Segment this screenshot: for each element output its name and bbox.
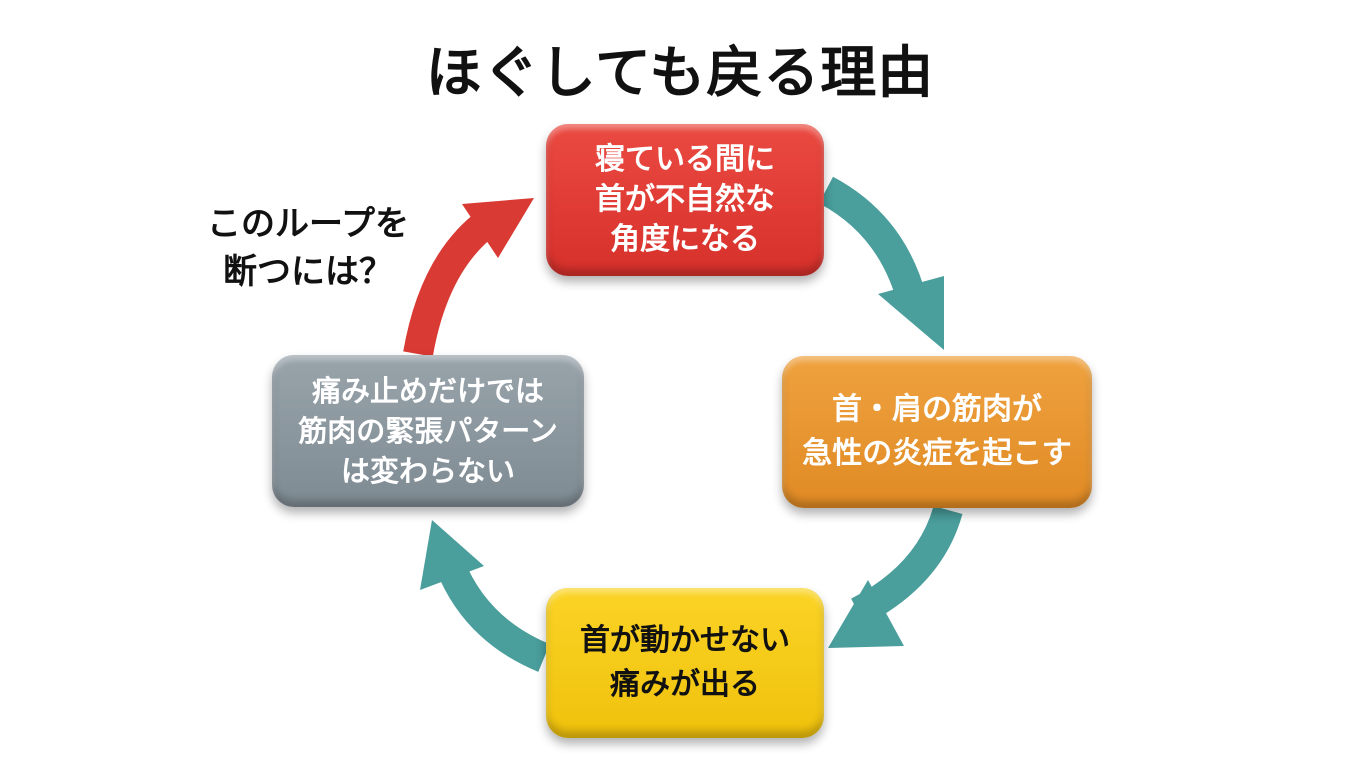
cycle-step-3: 首が動かせない 痛みが出る bbox=[546, 588, 824, 738]
page-title: ほぐしても戻る理由 bbox=[425, 41, 935, 106]
cycle-step-1: 寝ている間に 首が不自然な 角度になる bbox=[546, 124, 824, 276]
cycle-step-4: 痛み止めだけでは 筋肉の緊張パターン は変わらない bbox=[272, 355, 584, 507]
arrow-step2-to-step3 bbox=[828, 505, 963, 648]
side-note: このループを 断つには？ bbox=[207, 204, 409, 292]
arrow-step4-to-step1 bbox=[403, 198, 534, 357]
arrow-step3-to-step4 bbox=[420, 520, 550, 672]
cycle-step-2: 首・肩の筋肉が 急性の炎症を起こす bbox=[782, 356, 1092, 508]
arrow-step1-to-step2 bbox=[818, 176, 944, 350]
